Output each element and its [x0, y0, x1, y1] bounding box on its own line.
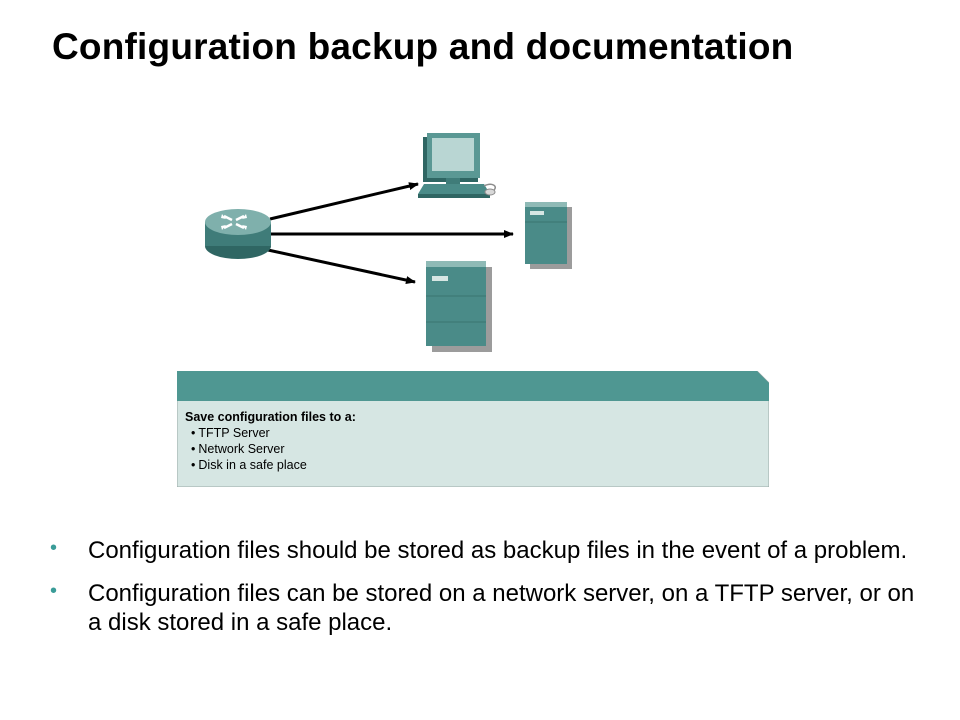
bullet-text: Configuration files can be stored on a n… — [88, 580, 915, 636]
caption-title: Save configuration files to a: — [185, 410, 356, 424]
bullet-dot: • — [50, 580, 58, 602]
caption-item-network: •Network Server — [191, 442, 285, 456]
arrow-to-workstation — [269, 182, 419, 221]
arrow-to-large-server — [267, 248, 416, 284]
caption-list: •TFTP Server •Network Server •Disk in a … — [185, 425, 356, 473]
caption-panel-frame — [177, 371, 769, 487]
bullet-dot: • — [50, 537, 58, 559]
caption-item-tftp: •TFTP Server — [191, 426, 270, 440]
network-diagram — [205, 133, 572, 352]
bullet-text: Configuration files should be stored as … — [88, 537, 908, 564]
bullet-item: • Configuration files can be stored on a… — [50, 579, 930, 637]
caption-text: Save configuration files to a: •TFTP Ser… — [185, 409, 356, 473]
bullet-item: • Configuration files should be stored a… — [50, 536, 930, 565]
workstation-icon — [418, 133, 496, 198]
router-icon — [205, 209, 271, 259]
slide-title: Configuration backup and documentation — [52, 26, 794, 67]
bullet-list: • Configuration files should be stored a… — [50, 536, 930, 651]
small-server-icon — [525, 202, 572, 269]
caption-panel: Save configuration files to a: •TFTP Ser… — [177, 371, 769, 487]
large-server-icon — [426, 261, 492, 352]
caption-item-disk: •Disk in a safe place — [191, 458, 307, 472]
